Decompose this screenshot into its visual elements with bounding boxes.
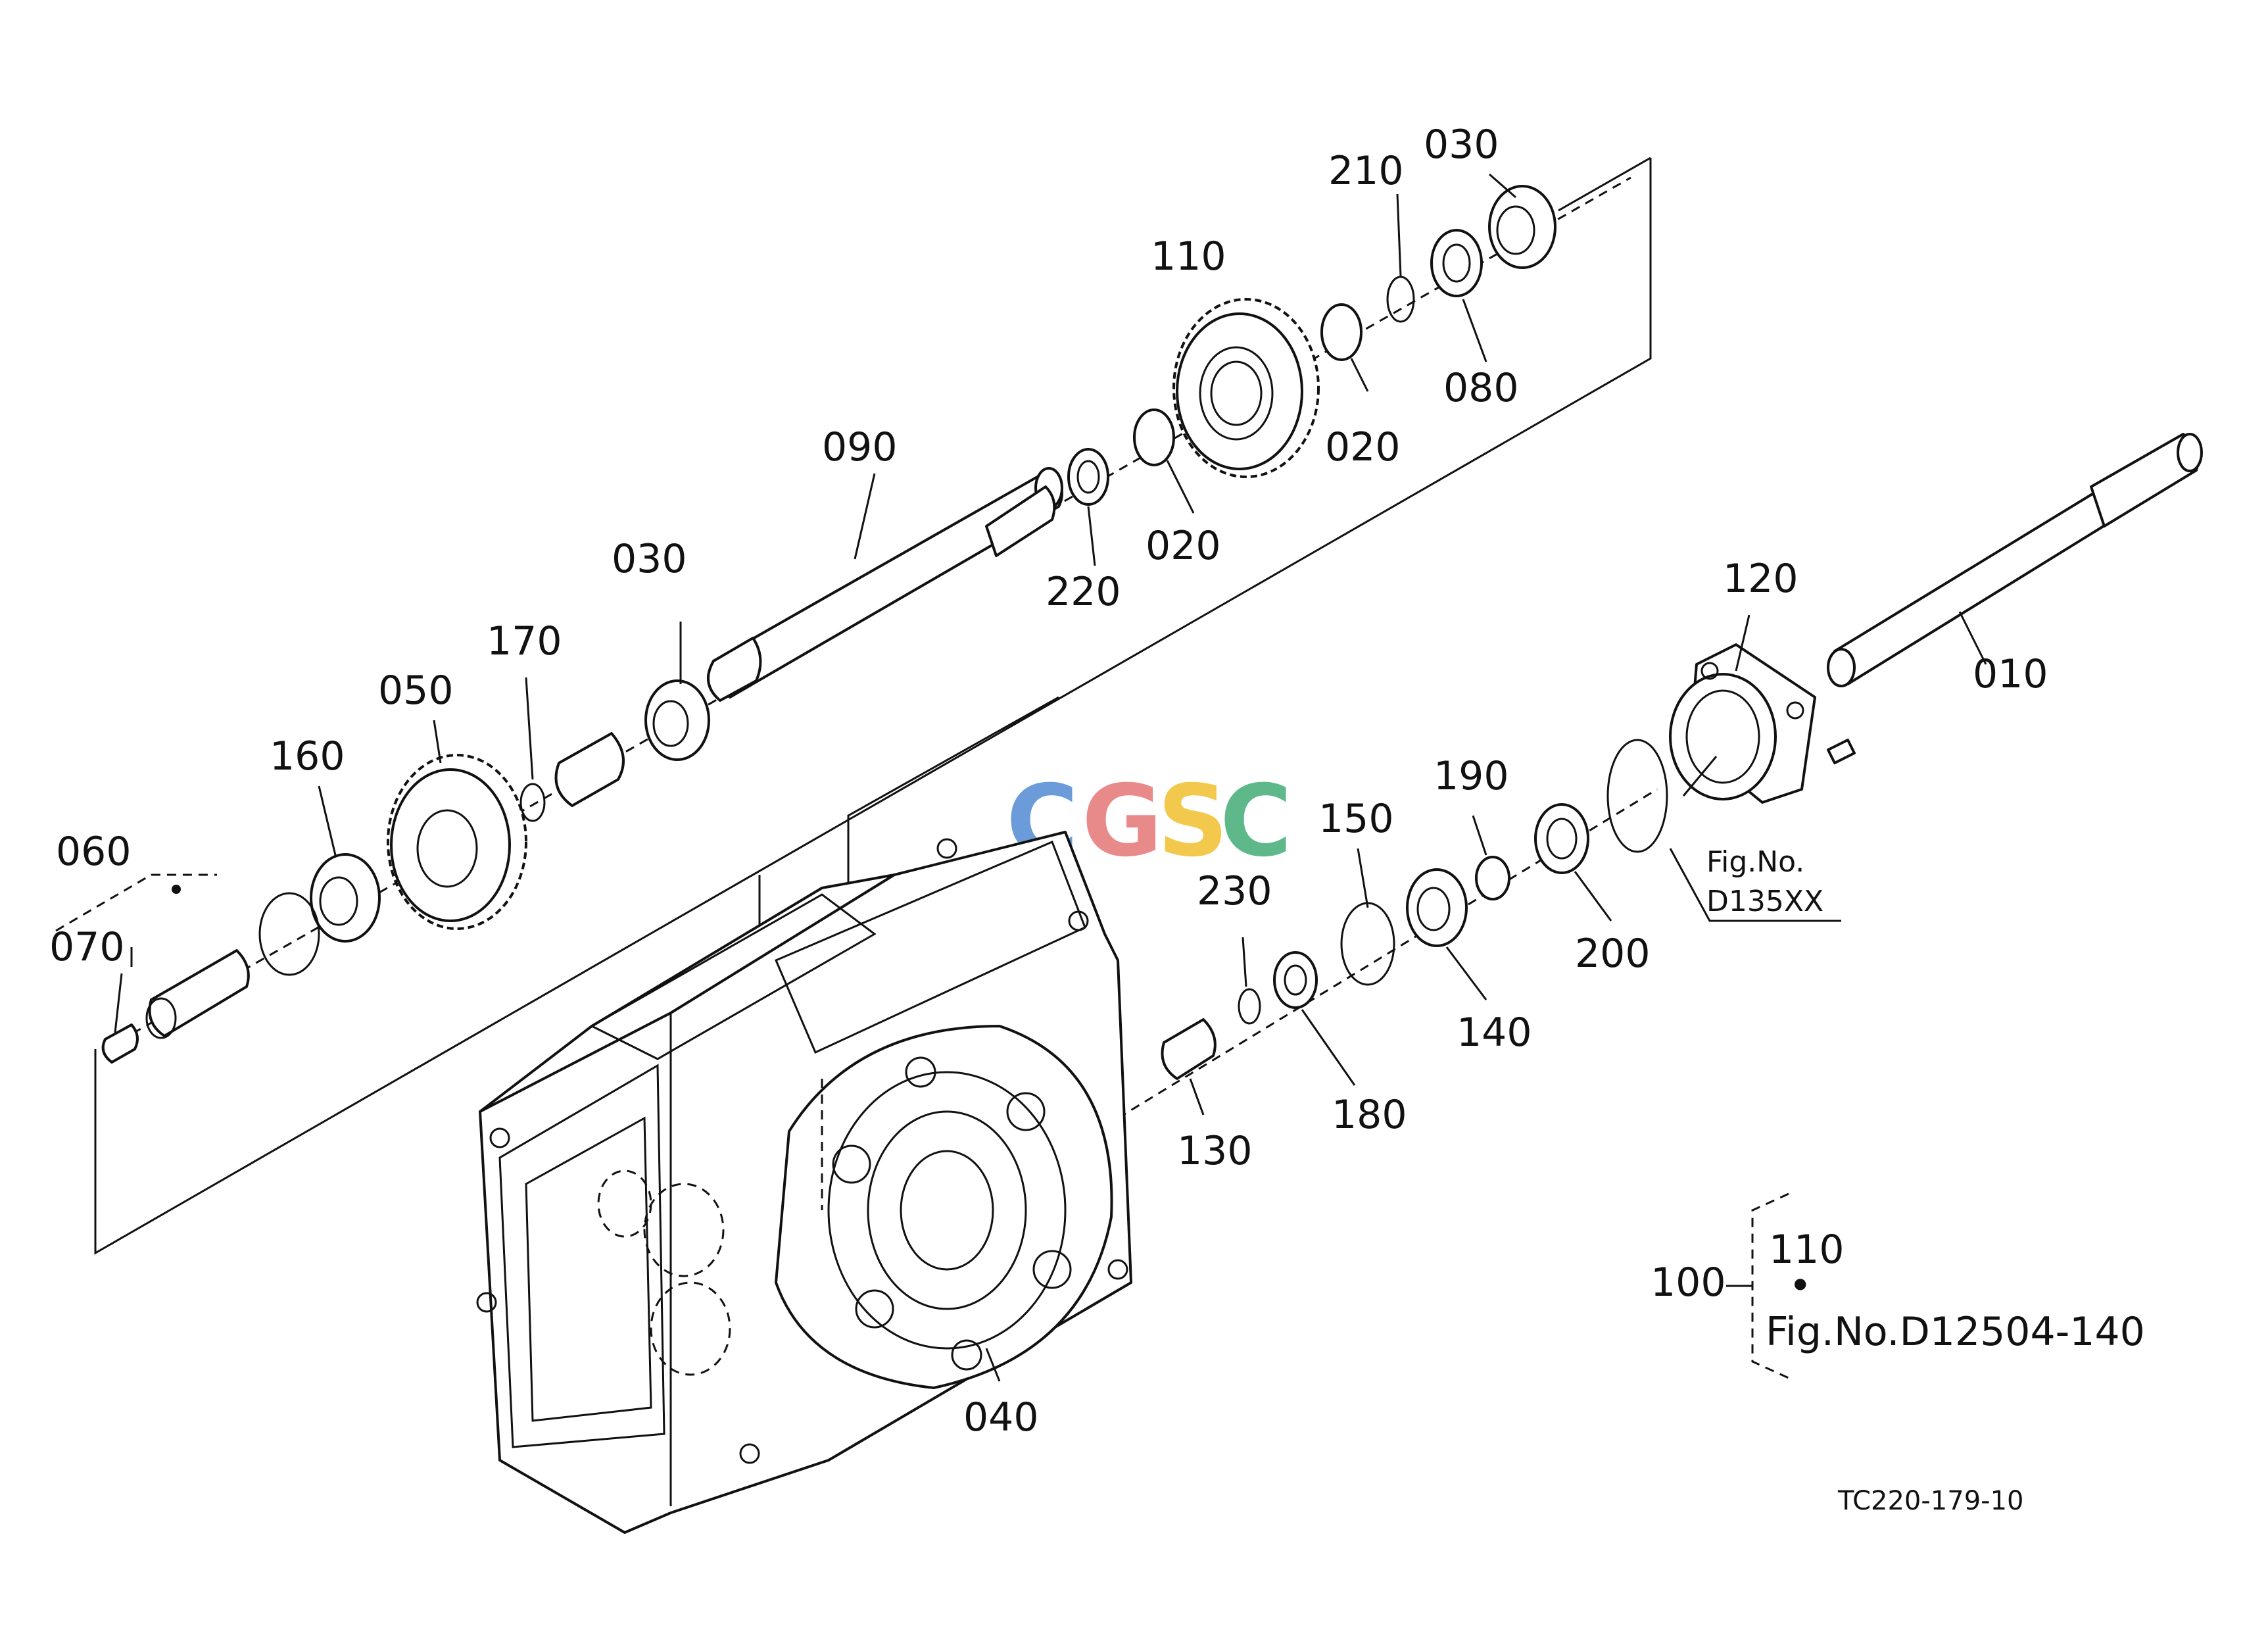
transmission-case bbox=[476, 831, 1132, 1534]
assembly-note: 110 • Fig.No.D12504-140 bbox=[1726, 1192, 2145, 1379]
gear-110 bbox=[1172, 298, 1320, 478]
callout-060: 060 bbox=[56, 829, 132, 875]
fig-ref-code: D135XX bbox=[1706, 885, 1823, 918]
callout-090: 090 bbox=[822, 424, 898, 470]
watermark-letter-3: S bbox=[1157, 764, 1228, 879]
callout-150: 150 bbox=[1318, 796, 1394, 842]
callout-170: 170 bbox=[487, 618, 562, 664]
assembly-bullet: • bbox=[1789, 1263, 1812, 1309]
fig-reference-housing: Fig.No. D135XX bbox=[1706, 845, 1823, 918]
shaft-090 bbox=[707, 467, 1063, 702]
bearing-housing-120 bbox=[1669, 643, 1856, 804]
callout-130: 130 bbox=[1177, 1128, 1253, 1174]
watermark-logo: C G S C bbox=[1006, 764, 1292, 879]
callout-010: 010 bbox=[1973, 651, 2048, 697]
bracket-dot bbox=[172, 885, 181, 894]
callout-110-gear: 110 bbox=[1151, 234, 1226, 280]
watermark-letter-2: G bbox=[1082, 764, 1163, 879]
callout-080: 080 bbox=[1443, 365, 1519, 411]
watermark-letter-4: C bbox=[1220, 764, 1292, 879]
callout-210: 210 bbox=[1328, 148, 1404, 194]
callout-220: 220 bbox=[1046, 569, 1121, 615]
callout-070: 070 bbox=[49, 924, 125, 970]
callout-numbers: 010 020 020 030 030 040 050 060 070 080 … bbox=[49, 122, 2048, 1440]
callout-200: 200 bbox=[1575, 931, 1651, 977]
assembly-fig-ref: Fig.No.D12504-140 bbox=[1766, 1309, 2145, 1355]
fig-ref-label: Fig.No. bbox=[1706, 845, 1804, 879]
frame-leader-a bbox=[1558, 157, 1651, 212]
callout-160: 160 bbox=[270, 733, 345, 779]
callout-030-mid: 030 bbox=[612, 536, 687, 582]
callout-040: 040 bbox=[963, 1394, 1039, 1440]
drawing-code: TC220-179-10 bbox=[1837, 1486, 2023, 1516]
callout-050: 050 bbox=[378, 668, 454, 714]
gear-050 bbox=[387, 754, 527, 930]
callout-190: 190 bbox=[1434, 753, 1509, 799]
upper-group-frame bbox=[94, 158, 1652, 1255]
upper-small-parts bbox=[101, 185, 1556, 1064]
lower-small-parts bbox=[1161, 739, 1668, 1080]
leader-lines bbox=[114, 173, 1987, 1382]
shaft-010 bbox=[1827, 433, 2203, 687]
callout-100: 100 bbox=[1651, 1260, 1726, 1306]
bracket-060 bbox=[55, 873, 217, 932]
callout-030-top: 030 bbox=[1424, 122, 1499, 168]
callout-230: 230 bbox=[1197, 868, 1272, 914]
callout-020-top: 020 bbox=[1325, 424, 1401, 470]
callout-180: 180 bbox=[1332, 1092, 1407, 1138]
callout-020-mid: 020 bbox=[1146, 523, 1221, 569]
callout-120: 120 bbox=[1723, 556, 1798, 602]
assembly-sub-item: 110 bbox=[1769, 1227, 1845, 1273]
callout-140: 140 bbox=[1457, 1010, 1532, 1056]
